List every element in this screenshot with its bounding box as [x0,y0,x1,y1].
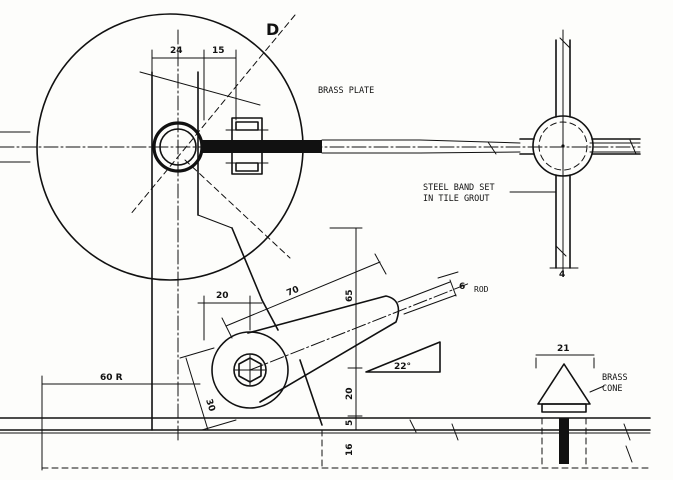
dim-30: 30 [203,398,216,413]
section-line-d [129,14,296,216]
brass-cone-label-2: CONE [602,384,622,394]
section-label-d: D [266,20,279,39]
dim-70-line: 70 [221,253,387,339]
angle-triangle: 22° [365,341,441,373]
brass-cone-label-1: BRASS [602,373,628,383]
dim-65-line: 65 20 5 16 [329,227,363,456]
top-dimensions: 24 15 [139,46,261,121]
dim-15: 15 [212,46,225,56]
dim-20-line: 20 [197,291,263,341]
dim-4: 4 [559,270,565,280]
steel-band-label: STEEL BAND SET IN TILE GROUT [423,183,557,204]
svg-text:IN TILE GROUT: IN TILE GROUT [423,194,490,204]
dim-60r-line: 60 R [41,373,201,471]
dim-v20: 20 [345,387,355,400]
svg-text:STEEL BAND SET: STEEL BAND SET [423,183,495,193]
ground-line [0,417,651,469]
dim-70: 70 [285,285,300,299]
rod-label: ROD [474,285,489,294]
dim-20: 20 [216,291,229,301]
dim-6: 6 [459,282,465,292]
brass-cone: 21 BRASS CONE [535,344,628,469]
dim-60r: 60 R [100,373,123,383]
nut-block [202,117,322,175]
dim-22: 22° [394,362,411,372]
dim-21: 21 [557,344,570,354]
lever-arm: 6 ROD [211,271,489,409]
dim-24: 24 [170,46,183,56]
brass-plate-label: BRASS PLATE [318,86,374,96]
dim-v5: 5 [345,420,355,426]
dim-v16: 16 [345,443,355,456]
cross-top-view: 4 [487,29,641,280]
dim-65: 65 [345,289,355,302]
vertical-post [151,29,323,441]
